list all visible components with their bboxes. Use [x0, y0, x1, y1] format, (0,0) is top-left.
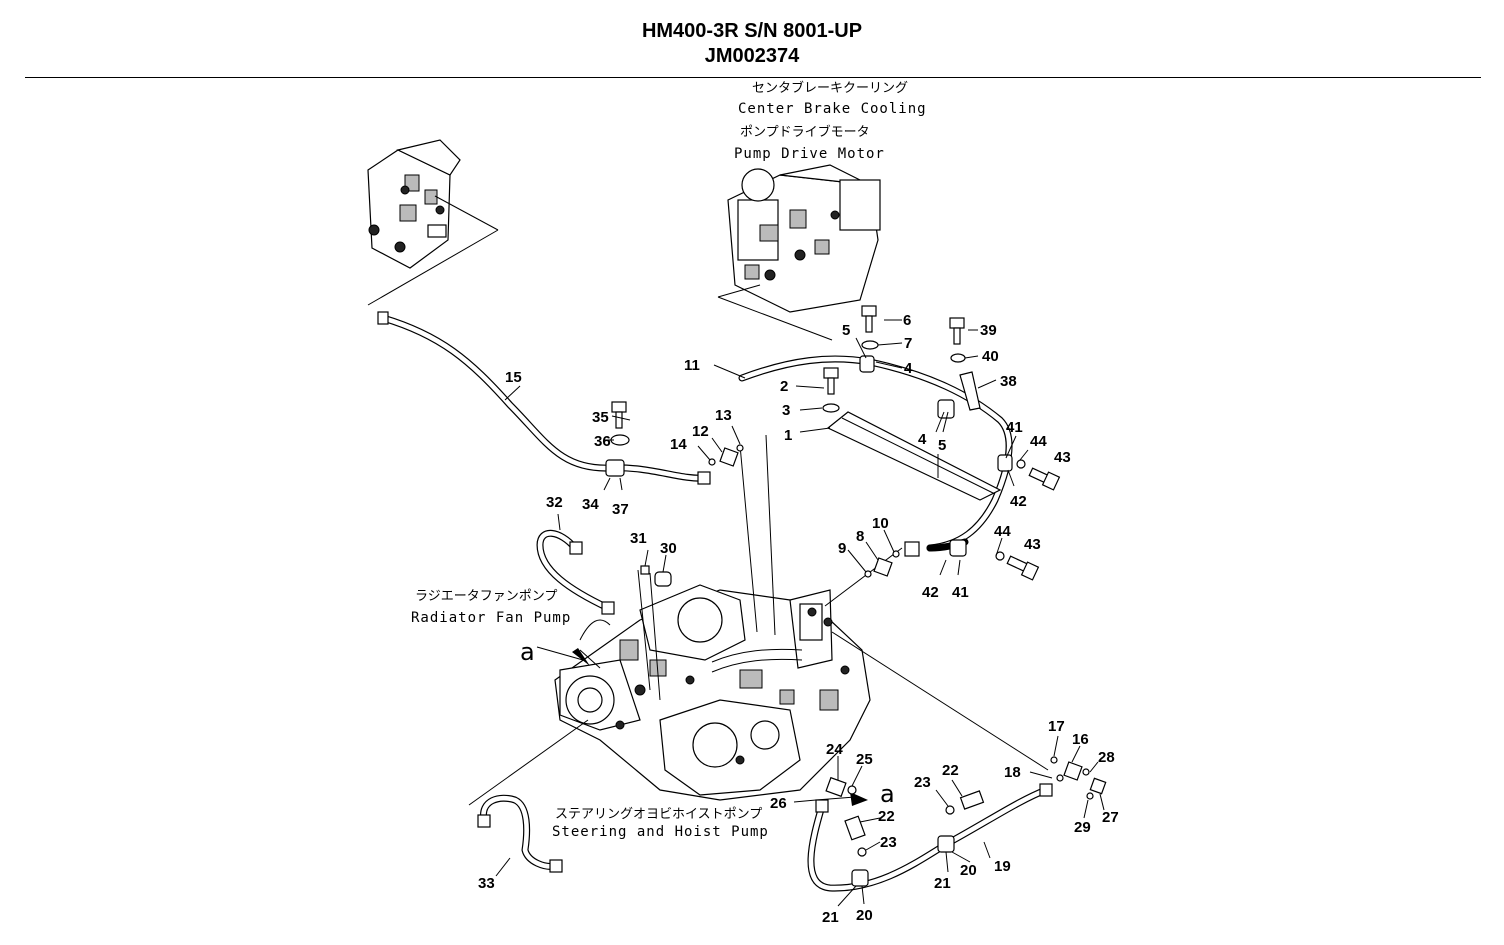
clamps: [605, 355, 1013, 887]
page-title: HM400-3R S/N 8001-UP: [641, 20, 863, 42]
callout-37: 37: [612, 501, 629, 518]
callout-41-top: 41: [1006, 419, 1023, 436]
callout-21-mid: 21: [934, 875, 951, 892]
hose-15: [377, 311, 711, 485]
callout-4-top: 4: [904, 360, 913, 377]
callout-22-lower: 22: [878, 808, 895, 825]
label-center-brake-jp: センタブレーキクーリング: [752, 80, 908, 96]
callout-12: 12: [692, 423, 709, 440]
arrow-a-right: [850, 792, 868, 806]
callout-41-bottom: 41: [952, 584, 969, 601]
callout-43-top: 43: [1054, 449, 1071, 466]
callout-25: 25: [856, 751, 873, 768]
callout-20-mid: 20: [960, 862, 977, 879]
callout-17: 17: [1048, 718, 1065, 735]
callout-10: 10: [872, 515, 889, 532]
callout-5-top: 5: [842, 322, 850, 339]
callout-leaders: [495, 319, 1105, 907]
label-steering-jp: ステアリングオヨビホイストポンプ: [555, 807, 762, 822]
callout-27: 27: [1102, 809, 1119, 826]
callout-9: 9: [838, 540, 846, 557]
callout-7: 7: [904, 335, 912, 352]
callout-2: 2: [780, 378, 788, 395]
main-pump-assembly-illustration: [554, 584, 871, 801]
callout-23-lower: 23: [880, 834, 897, 851]
callout-44-top: 44: [1030, 433, 1047, 450]
callout-23-upper: 23: [914, 774, 931, 791]
callout-15: 15: [505, 369, 522, 386]
hose-11: [738, 355, 1013, 557]
callout-6: 6: [903, 312, 911, 329]
callout-42-bottom: 42: [922, 584, 939, 601]
callout-5-mid: 5: [938, 437, 946, 454]
hose-32: [536, 529, 615, 615]
callout-1: 1: [784, 427, 792, 444]
bracket-1: [826, 411, 1002, 501]
callout-43-bottom: 43: [1024, 536, 1041, 553]
callout-34: 34: [582, 496, 599, 513]
callout-32: 32: [546, 494, 563, 511]
arrow-a-left: [572, 648, 590, 666]
callout-39: 39: [980, 322, 997, 339]
callout-18: 18: [1004, 764, 1021, 781]
callout-38: 38: [1000, 373, 1017, 390]
callout-28: 28: [1098, 749, 1115, 766]
label-center-brake-en: Center Brake Cooling: [738, 101, 927, 117]
leader-lines: [468, 434, 1049, 806]
callout-19: 19: [994, 858, 1011, 875]
label-steering-en: Steering and Hoist Pump: [552, 824, 769, 840]
ref-a-left: a: [520, 638, 535, 666]
callout-36: 36: [594, 433, 611, 450]
callout-20-bottom: 20: [856, 907, 873, 924]
label-center-brake: センタブレーキクーリング Center Brake Cooling ポンプドライ…: [734, 80, 927, 162]
pump-drive-motor-illustration: [717, 164, 881, 341]
callout-21-bottom: 21: [822, 909, 839, 926]
callout-3: 3: [782, 402, 790, 419]
callout-35: 35: [592, 409, 609, 426]
callout-16: 16: [1072, 731, 1089, 748]
label-radiator-jp: ラジエータファンポンプ: [415, 589, 557, 604]
callout-26: 26: [770, 795, 787, 812]
callout-4-mid: 4: [918, 431, 927, 448]
hardware: [610, 305, 1107, 857]
callout-14: 14: [670, 436, 687, 453]
hose-33: [477, 794, 563, 873]
document-code: JM002374: [704, 45, 800, 67]
callout-29: 29: [1074, 819, 1091, 836]
callout-42-top: 42: [1010, 493, 1027, 510]
valve-assembly-illustration: [367, 139, 499, 306]
callout-13: 13: [715, 407, 732, 424]
callout-24: 24: [826, 741, 843, 758]
callout-31: 31: [630, 530, 647, 547]
callout-11: 11: [684, 357, 700, 374]
label-pump-drive-jp: ポンプドライブモータ: [740, 124, 870, 140]
callout-22-upper: 22: [942, 762, 959, 779]
callout-33: 33: [478, 875, 495, 892]
label-pump-drive-en: Pump Drive Motor: [734, 146, 885, 162]
bracket-38: [959, 371, 981, 411]
label-radiator-en: Radiator Fan Pump: [411, 610, 571, 626]
callout-numbers: 6 7 4 5 11 2 3 1 4 5 39 40 38 41 44 43 4…: [478, 312, 1119, 926]
callout-30: 30: [660, 540, 677, 557]
callout-8: 8: [856, 528, 864, 545]
callout-44-bottom: 44: [994, 523, 1011, 540]
callout-40: 40: [982, 348, 999, 365]
header-rule: [25, 77, 1481, 78]
hose-19: [807, 783, 1053, 892]
ref-a-right: a: [880, 780, 895, 808]
